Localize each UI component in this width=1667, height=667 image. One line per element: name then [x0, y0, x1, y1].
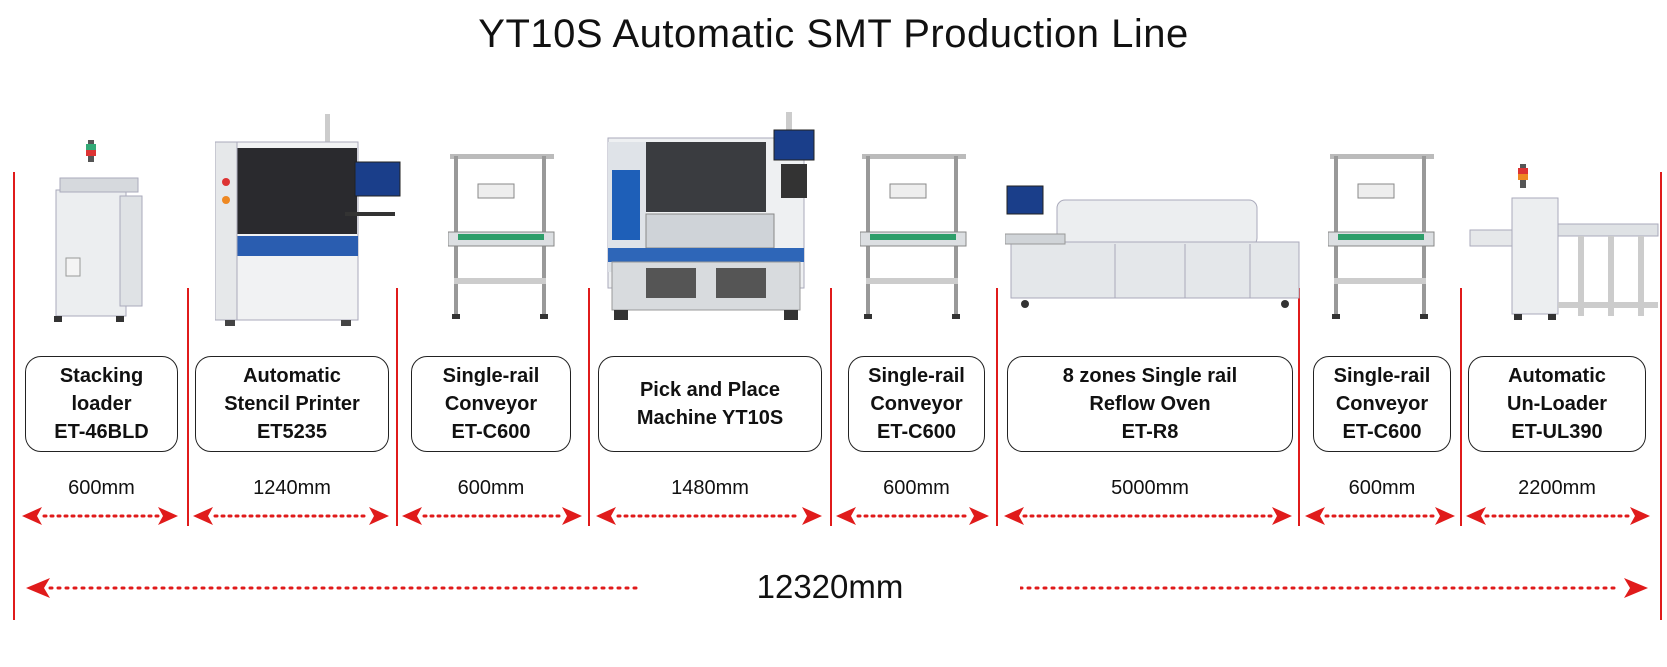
machine-length: 5000mm [1111, 477, 1189, 499]
page-title: YT10S Automatic SMT Production Line [478, 12, 1189, 56]
dimension-arrow-row [22, 507, 1650, 525]
separator-line [1298, 288, 1300, 526]
machine-label-box: Single-rail Conveyor ET-C600 [1313, 356, 1451, 452]
separator-line [396, 288, 398, 526]
conveyor-icon [448, 154, 555, 319]
machine-label-box: Pick and Place Machine YT10S [598, 356, 822, 452]
machine-length: 600mm [883, 477, 950, 499]
conveyor-icon [860, 154, 967, 319]
unloader-icon [1469, 164, 1659, 320]
outer-left-line [13, 172, 15, 620]
separator-line [1460, 288, 1462, 526]
machine-label: Automatic Un-Loader ET-UL390 [1507, 365, 1607, 443]
machine-label-box: Automatic Stencil Printer ET5235 [195, 356, 389, 452]
separator-line [830, 288, 832, 526]
separator-line [588, 288, 590, 526]
machine-length: 1240mm [253, 477, 331, 499]
stencil-printer-icon [215, 114, 401, 326]
machine-length: 600mm [457, 477, 525, 499]
machine-label: Single-rail Conveyor ET-C600 [442, 365, 540, 443]
conveyor-icon [1328, 154, 1435, 319]
machine-label: Pick and Place Machine YT10S [636, 379, 784, 429]
total-length-arrow [26, 578, 1648, 598]
machine-label-box: Single-rail Conveyor ET-C600 [411, 356, 571, 452]
stacking-loader-icon [54, 140, 143, 322]
machine-length: 2200mm [1518, 477, 1596, 499]
total-length-label: 12320mm [640, 568, 1020, 606]
pick-and-place-icon [607, 112, 815, 320]
machine-label: Stacking loader ET-46BLD [54, 365, 149, 443]
machine-label-box: Automatic Un-Loader ET-UL390 [1468, 356, 1646, 452]
reflow-oven-icon [1005, 185, 1300, 308]
separator-line [187, 288, 189, 526]
machine-length: 1480mm [671, 477, 749, 499]
outer-right-line [1660, 172, 1662, 620]
machine-length: 600mm [1348, 477, 1416, 499]
machine-label: 8 zones Single rail Reflow Oven ET-R8 [1062, 365, 1238, 443]
machine-label-box: Stacking loader ET-46BLD [25, 356, 178, 452]
machine-label-box: Single-rail Conveyor ET-C600 [848, 356, 985, 452]
machine-label: Automatic Stencil Printer ET5235 [224, 365, 360, 443]
machine-length: 600mm [68, 477, 135, 499]
machine-label: Single-rail Conveyor ET-C600 [1333, 365, 1431, 443]
separator-line [996, 288, 998, 526]
machine-label: Single-rail Conveyor ET-C600 [868, 365, 965, 443]
machine-label-box: 8 zones Single rail Reflow Oven ET-R8 [1007, 356, 1293, 452]
